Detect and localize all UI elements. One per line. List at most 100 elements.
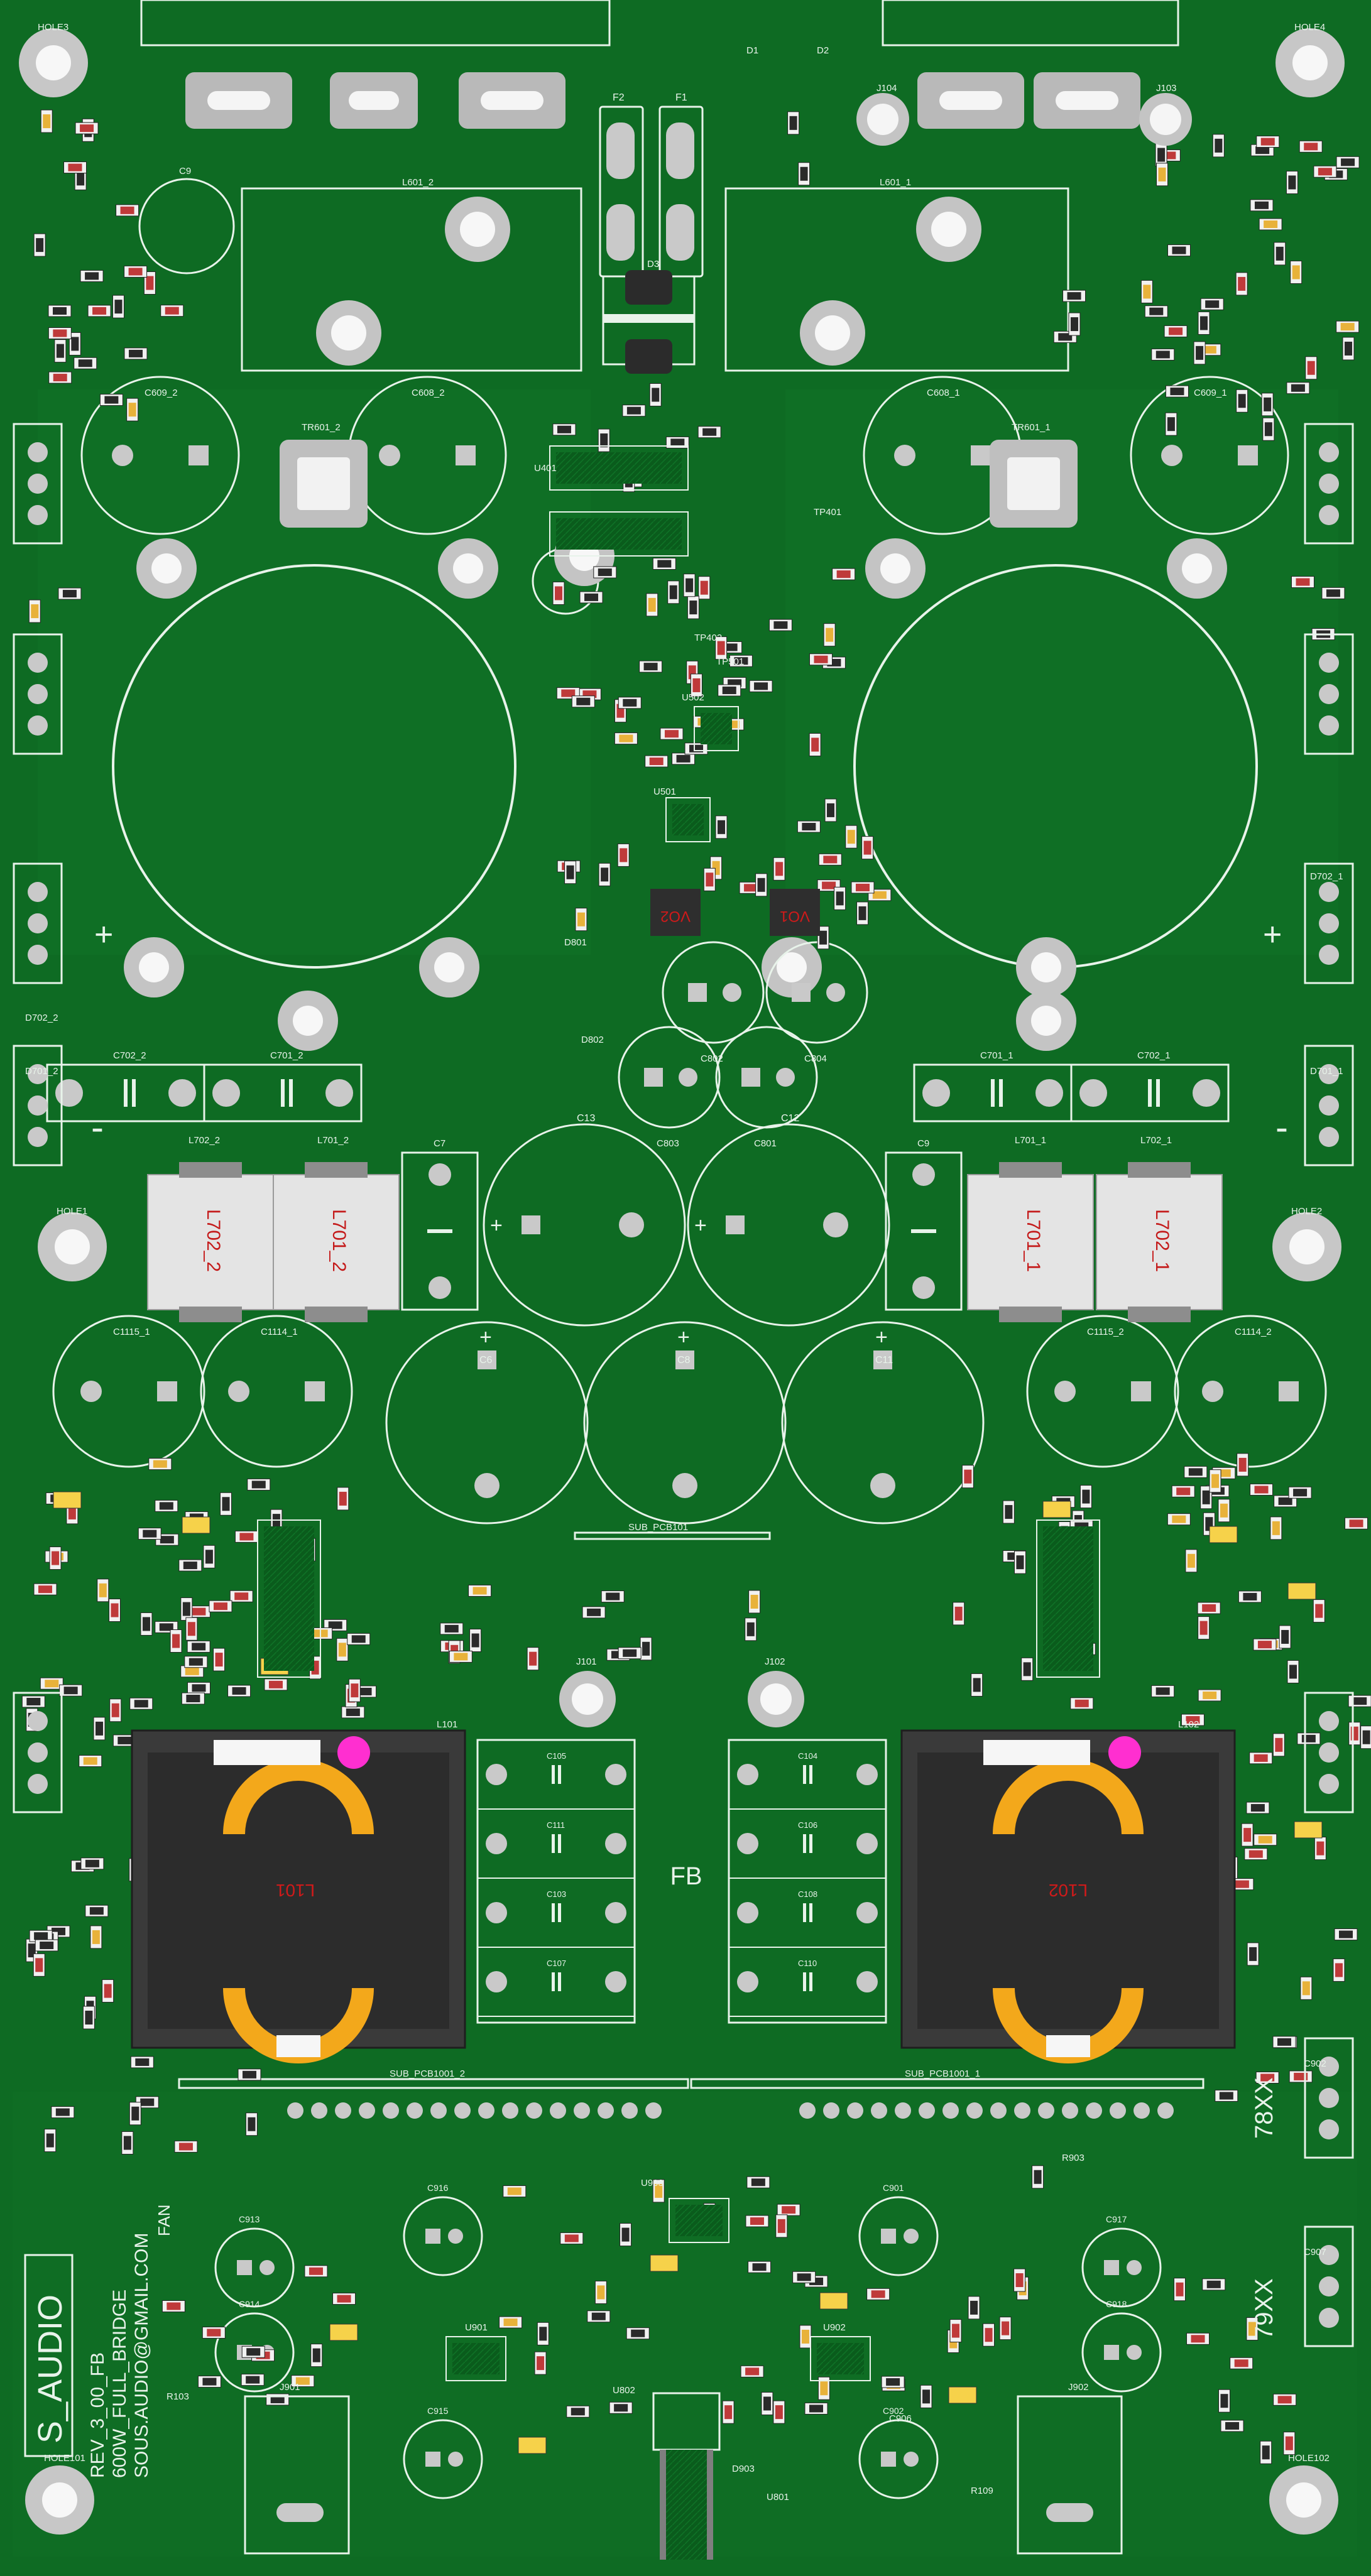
cap-label-4: C1115_1 [113, 1327, 150, 1337]
large-cap-plus-3: + [677, 1325, 690, 1349]
integrated-circuits [257, 445, 1100, 2381]
reg-78xx-label: 78XX [1250, 2077, 1278, 2139]
audio-array-0-plate-b-0 [558, 1765, 561, 1784]
large-cap-pad-sq-3 [675, 1350, 694, 1369]
smd-body-310 [167, 2302, 181, 2310]
smd-body-242 [587, 1608, 601, 1616]
jack-j902 [1017, 2395, 1123, 2555]
header-right-pin-11 [1062, 2102, 1078, 2119]
smd-body-58 [1070, 317, 1078, 332]
smd-body-188 [964, 1469, 972, 1484]
fuse-f2-pad-top [606, 122, 635, 179]
smd-body-348 [1262, 2445, 1270, 2460]
smd-body-138 [96, 1721, 104, 1736]
j10x-label-0: J101 [576, 1656, 597, 1667]
smd-body-315 [775, 2405, 783, 2420]
header-right-pin-10 [1038, 2102, 1054, 2119]
terminal-3-pin-0 [1319, 653, 1339, 673]
inductor-core-label-0: L702_2 [203, 1209, 224, 1272]
smd-body-269 [178, 2143, 193, 2151]
header-left-pin-13 [598, 2102, 614, 2119]
l102-label: L101 [437, 1719, 457, 1730]
smd-body-258 [34, 1932, 48, 1940]
large-cap-plus-4: + [875, 1325, 888, 1349]
audio-array-1-plate-b-3 [809, 1972, 812, 1991]
audio-array-0-pad-a-3 [486, 1971, 507, 1992]
d702-2-label: D702_2 [25, 1013, 58, 1023]
smd-body-286 [1277, 2038, 1292, 2046]
j103-label: J103 [1156, 83, 1177, 94]
minus-left: - [91, 1106, 104, 1148]
smd-body-350 [1034, 2170, 1042, 2184]
regulator-vo2-label: VO2 [660, 908, 691, 925]
bottom-cap-pad-sq-2 [881, 2229, 896, 2244]
terminal-0-pin-0 [28, 442, 48, 462]
l101-frame [917, 1753, 1219, 2029]
inductor-core-2 [967, 1174, 1094, 1310]
cap-pad-b-5 [305, 1381, 325, 1401]
smd-body-55 [1196, 345, 1204, 360]
u903-label: U903 [641, 2178, 664, 2188]
bottom-cap-label-5: C915 [427, 2406, 449, 2416]
film-cap-plate-a-3 [1148, 1079, 1152, 1107]
smd-body-113 [692, 678, 701, 692]
brand-line-2: 600W_FULL_BRIDGE [109, 2290, 130, 2478]
smd-body-305 [295, 2377, 310, 2385]
smd-body-328 [922, 2389, 931, 2404]
smd-body-80 [689, 601, 697, 615]
ic-left-array-outline [257, 1519, 321, 1678]
l701-2-label: L701_2 [317, 1135, 349, 1146]
hole-pad-bore-6 [777, 952, 807, 982]
hole-label-3: HOLE1 [57, 1206, 87, 1217]
smd-body-105 [823, 856, 838, 864]
terminal-1-pin-0 [28, 653, 48, 673]
terminal-2 [1304, 423, 1354, 545]
smd-body-148 [232, 1687, 246, 1695]
audio-array-0-pad-a-0 [486, 1764, 507, 1785]
brand-line-1: REV_3_00_FB [87, 2352, 108, 2478]
audio-array-0-plate-b-1 [558, 1834, 561, 1853]
inductor-modules: L101 L102 [131, 1729, 1236, 2063]
ic-u501-body [672, 804, 704, 835]
smd-body-33 [1340, 323, 1355, 331]
terminal-4-pin-0 [28, 882, 48, 902]
smd-body-150 [192, 1607, 206, 1616]
l102-center-label: L101 [276, 1881, 315, 1900]
smd-body-298 [750, 2217, 764, 2225]
mid-cap-pad-sq-2 [644, 1068, 663, 1087]
audio-array-0-plate-a-1 [552, 1834, 555, 1853]
smd-body-186 [1005, 1505, 1013, 1519]
smd-body-167 [272, 1514, 280, 1528]
smd-body-226 [1278, 1497, 1292, 1505]
pad-j103-hole [1150, 104, 1181, 135]
large-cap-label-0: C13 [577, 1113, 595, 1124]
smd-body-341 [537, 2356, 545, 2371]
bottom-cap-label-0: C913 [239, 2214, 260, 2224]
audio-array-1-plate-a-2 [803, 1903, 806, 1922]
smd-body-127 [142, 1617, 150, 1631]
smd-body-322 [745, 2367, 760, 2376]
smd-body-99 [811, 737, 819, 752]
audio-cap-label-1-2: C108 [798, 1889, 817, 1899]
smd-body-16 [114, 300, 123, 314]
smd-body-45 [1238, 394, 1246, 408]
large-cap-plus-0: + [490, 1214, 503, 1237]
hole-pad-bore-0 [151, 553, 182, 584]
slot-pad-4-hole [939, 91, 1002, 110]
smd-body-347 [1225, 2421, 1240, 2430]
terminal-8-pin-0 [28, 1711, 48, 1731]
smd-body-345 [571, 2408, 585, 2416]
cap-label-1: C608_2 [412, 388, 445, 398]
terminal-10 [1304, 2037, 1354, 2159]
inductor-core-bottom-2 [999, 1307, 1062, 1322]
inductor-core-label-2: L701_1 [1023, 1209, 1044, 1272]
l102-coil-bottom [223, 1988, 374, 2063]
smd-body-228 [1243, 1592, 1257, 1600]
inductor-core-bottom-0 [179, 1307, 242, 1322]
mid-cap-label-2: C803 [657, 1138, 679, 1149]
smd-body-284 [1248, 1850, 1263, 1858]
smd-tantalum-1 [182, 1516, 210, 1534]
audio-array-0-plate-a-2 [552, 1903, 555, 1922]
d701-2-label: D701_2 [25, 1066, 58, 1077]
